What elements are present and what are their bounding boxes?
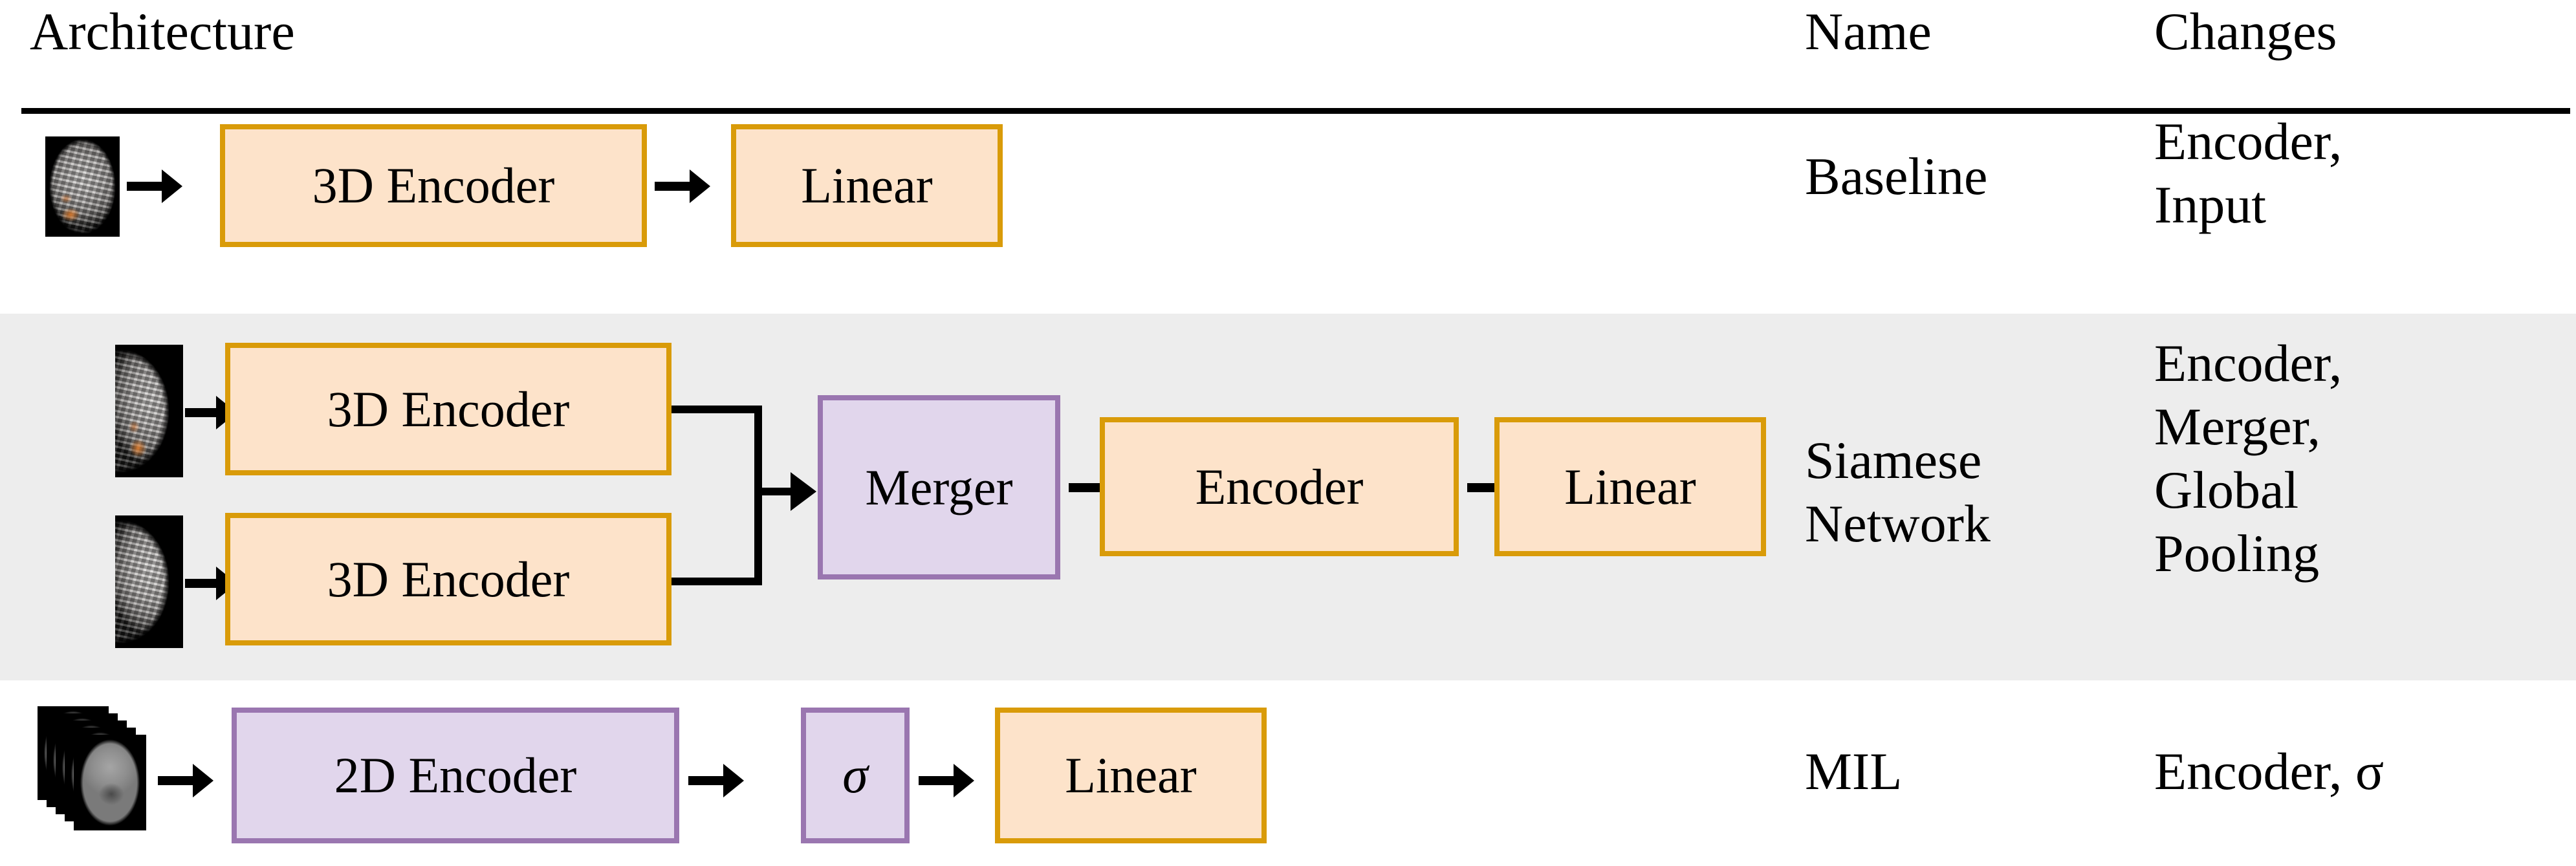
arrow-input-bottom-to-encoder	[185, 579, 217, 588]
arrow-encoder-to-sigma	[688, 776, 725, 785]
table-row-mil: 2D Encoder σ Linear MIL Encoder, σ	[0, 680, 2576, 866]
block-label: Encoder	[1195, 458, 1364, 515]
block-2d-encoder: 2D Encoder	[232, 708, 679, 843]
brain-surface-texture	[45, 136, 120, 237]
table-header-row: Architecture Name Changes	[0, 0, 2576, 109]
cell-name-mil: MIL	[1805, 742, 1903, 801]
merge-bracket-top-line	[671, 406, 762, 413]
block-linear: Linear	[731, 124, 1003, 247]
merge-bracket-bottom-line	[671, 578, 762, 585]
arrow-merger-to-encoder	[1069, 483, 1104, 492]
cell-name-baseline: Baseline	[1805, 147, 1988, 206]
column-header-architecture: Architecture	[30, 2, 295, 61]
brain-surface-texture	[115, 345, 183, 477]
brain-3d-render-icon-bottom	[115, 515, 183, 648]
brain-3d-render-icon-top	[115, 345, 183, 477]
block-label: 3D Encoder	[327, 550, 570, 607]
arrow-sigma-to-linear	[919, 776, 955, 785]
brain-slice-stack-icon	[38, 706, 160, 836]
block-label: Linear	[801, 157, 933, 213]
brain-slice-front	[74, 735, 146, 830]
arrow-input-to-encoder	[158, 776, 194, 785]
cell-changes-siamese-network: Encoder, Merger, Global Pooling	[2154, 334, 2342, 583]
block-sigma: σ	[801, 708, 910, 843]
brain-surface-texture	[115, 515, 183, 648]
arrow-encoder-to-linear	[1467, 483, 1502, 492]
column-header-changes: Changes	[2154, 2, 2337, 61]
block-encoder: Encoder	[1100, 417, 1459, 556]
header-rule	[21, 108, 2570, 114]
table-row-baseline: 3D Encoder Linear Baseline Encoder, Inpu…	[0, 112, 2576, 314]
cell-changes-mil: Encoder, σ	[2154, 742, 2385, 801]
arrow-encoder-to-linear	[655, 182, 691, 191]
block-label: Linear	[1065, 747, 1197, 803]
block-label: σ	[842, 747, 868, 804]
arrow-input-to-encoder	[127, 182, 163, 191]
brain-3d-render-icon	[45, 136, 120, 237]
merge-bracket-out-line	[754, 488, 796, 495]
column-header-name: Name	[1805, 2, 1932, 61]
block-3d-encoder-top: 3D Encoder	[225, 343, 671, 475]
block-3d-encoder-bottom: 3D Encoder	[225, 513, 671, 645]
block-label: 3D Encoder	[327, 380, 570, 437]
cell-changes-baseline: Encoder, Input	[2154, 112, 2342, 234]
block-linear: Linear	[1494, 417, 1766, 556]
merge-bracket-arrowhead	[791, 472, 816, 511]
block-label: 3D Encoder	[312, 157, 555, 213]
block-label: Merger	[865, 459, 1013, 515]
brain-slice-texture	[74, 735, 146, 830]
block-linear: Linear	[995, 708, 1267, 843]
block-3d-encoder: 3D Encoder	[220, 124, 647, 247]
block-label: 2D Encoder	[334, 747, 577, 803]
cell-name-siamese-network: Siamese Network	[1805, 431, 1991, 553]
arrow-input-top-to-encoder	[185, 408, 217, 417]
merge-bracket-vertical-line	[754, 406, 762, 585]
block-label: Linear	[1564, 458, 1696, 515]
table-row-siamese-network: 3D Encoder 3D Encoder Merger Encoder Lin…	[0, 314, 2576, 680]
block-merger-box: Merger	[818, 395, 1060, 579]
